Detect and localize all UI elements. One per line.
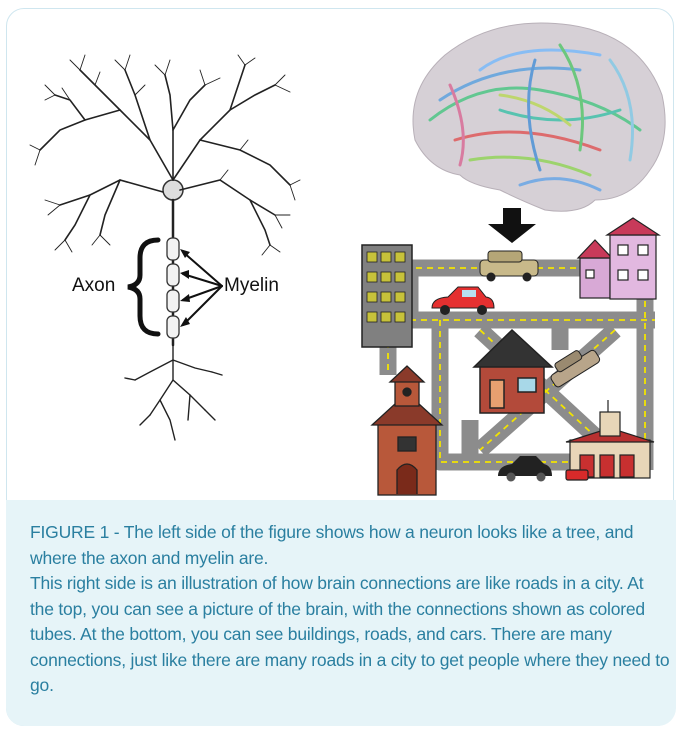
- down-arrow-icon: [488, 208, 536, 243]
- city-map: [362, 218, 659, 495]
- axon-terminals: [125, 345, 222, 440]
- neuron-diagram: [30, 55, 300, 440]
- dendrite-tree: [40, 65, 290, 245]
- caption-paragraph-1: FIGURE 1 - The left side of the figure s…: [30, 520, 670, 571]
- myelin-arrows: [183, 252, 222, 325]
- figure-caption: FIGURE 1 - The left side of the figure s…: [30, 520, 670, 699]
- myelin-label: Myelin: [224, 275, 279, 297]
- axon-label: Axon: [72, 275, 115, 297]
- office-building: [362, 245, 412, 347]
- brain-image: [413, 23, 665, 211]
- axon-brace: [128, 240, 158, 334]
- tan-car: [480, 251, 538, 282]
- pink-houses: [578, 218, 659, 299]
- figure-illustration: [0, 0, 682, 500]
- red-car: [432, 287, 494, 315]
- dendrite-twigs: [30, 55, 300, 255]
- caption-paragraph-2: This right side is an illustration of ho…: [30, 571, 670, 699]
